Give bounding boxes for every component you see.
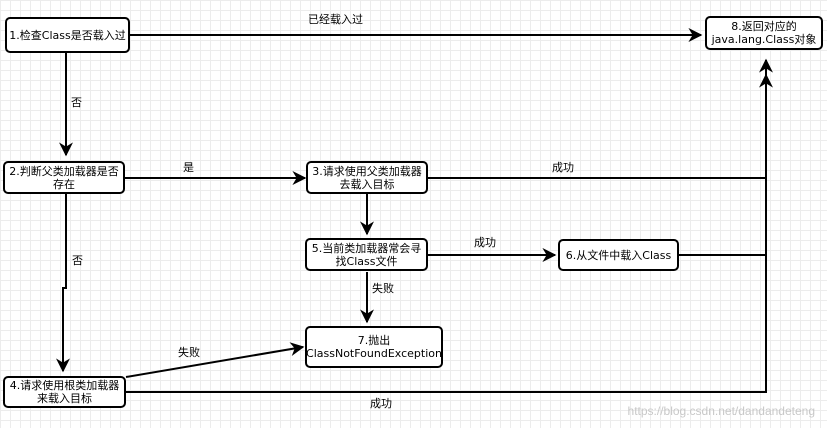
node-check-loaded: 1.检查Class是否载入过 (5, 17, 130, 53)
watermark: https://blog.csdn.net/dandandeteng (627, 404, 815, 418)
node-throw-exception: 7.抛出ClassNotFoundException (305, 326, 443, 368)
edge-3-to-8 (428, 58, 773, 179)
edge-label-success-current: 成功 (474, 236, 496, 249)
edge-4-to-7 (125, 342, 305, 378)
node-current-find: 5.当前类加载器常会寻找Class文件 (305, 238, 428, 271)
edge-label-no-2: 否 (72, 254, 83, 267)
edge-label-success-parent: 成功 (552, 161, 574, 174)
edge-label-no-1: 否 (71, 96, 82, 109)
node-parent-load: 3.请求使用父类加载器去载入目标 (306, 161, 428, 194)
node-check-parent: 2.判断父类加载器是否存在 (3, 161, 125, 194)
edge-label-already-loaded: 已经载入过 (308, 13, 363, 26)
edge-label-fail-root: 失败 (178, 346, 200, 359)
edge-label-success-root: 成功 (370, 397, 392, 410)
edge-2-to-4 (56, 194, 70, 373)
node-return-class: 8.返回对应的java.lang.Class对象 (705, 16, 823, 50)
node-root-load: 4.请求使用根类加载器来载入目标 (3, 376, 126, 408)
edge-4-to-8 (126, 73, 773, 393)
edge-label-fail-current: 失败 (372, 282, 394, 295)
edge-label-yes: 是 (183, 161, 194, 174)
node-load-from-file: 6.从文件中载入Class (558, 239, 679, 271)
